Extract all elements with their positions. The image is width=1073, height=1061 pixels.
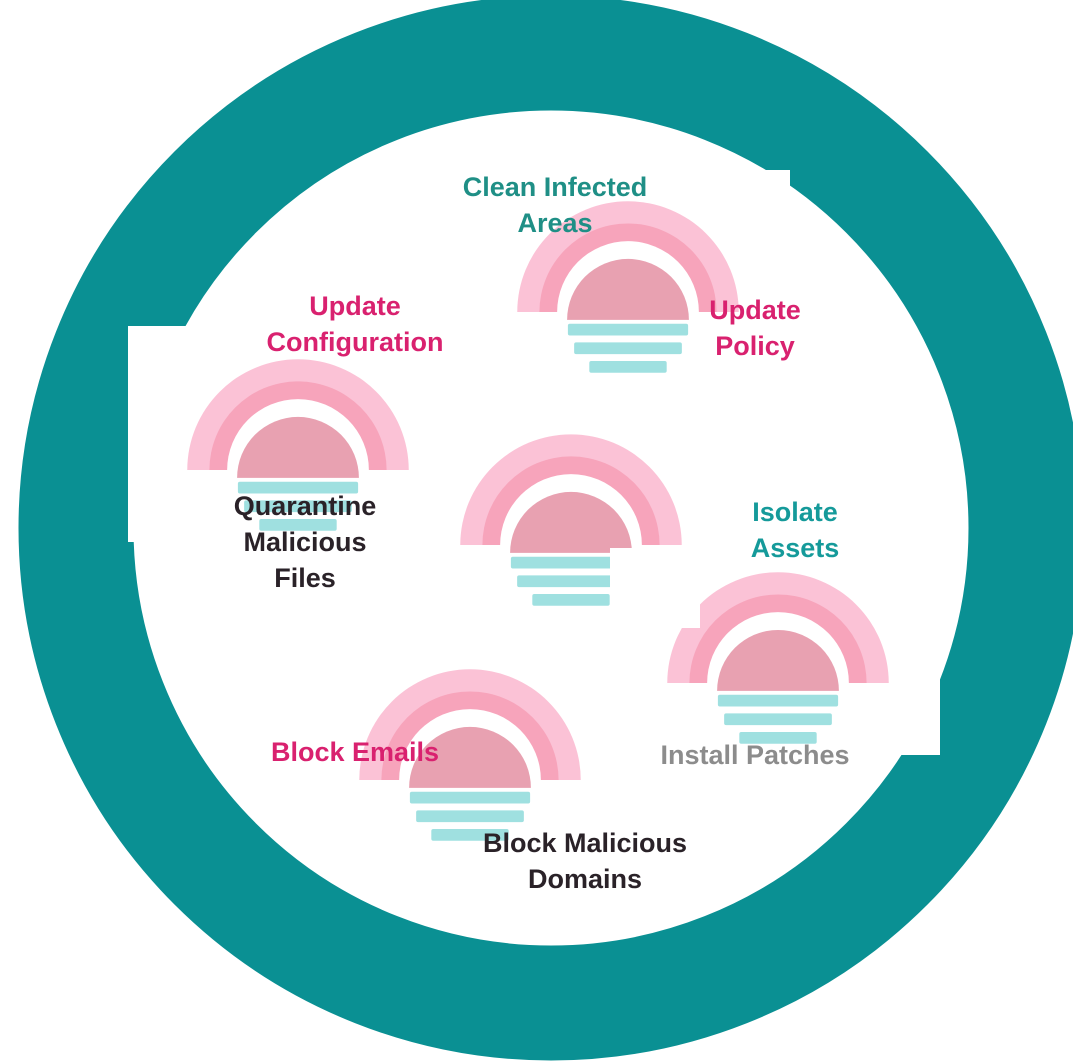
- label-update-configuration-line1: Update: [309, 291, 401, 321]
- sunset-icon: [187, 359, 409, 531]
- label-update-configuration-line2: Configuration: [266, 327, 444, 357]
- label-block-malicious-domains: Block Malicious Domains: [445, 825, 725, 897]
- ring-cutout-top: [700, 170, 790, 200]
- label-isolate-assets: Isolate Assets: [720, 494, 870, 566]
- sunset-icon: [359, 669, 581, 841]
- label-clean-infected-line1: Clean Infected: [462, 172, 648, 202]
- label-clean-infected-line2: Areas: [517, 208, 593, 238]
- label-block-domains-line1: Block Malicious: [482, 828, 688, 858]
- label-clean-infected-areas: Clean Infected Areas: [420, 169, 690, 241]
- label-update-configuration: Update Configuration: [225, 288, 485, 360]
- label-update-policy-line1: Update: [709, 295, 801, 325]
- label-quarantine-malicious-files: Quarantine Malicious Files: [195, 488, 415, 596]
- label-isolate-line1: Isolate: [752, 497, 838, 527]
- sunset-icon: [517, 201, 739, 373]
- label-install-patches: Install Patches: [630, 737, 880, 773]
- label-update-policy-line2: Policy: [715, 331, 795, 361]
- label-block-emails: Block Emails: [240, 734, 470, 770]
- label-update-policy: Update Policy: [675, 292, 835, 364]
- sunset-icon: [460, 434, 682, 606]
- label-quarantine-line3: Files: [274, 563, 336, 593]
- sunset-icon: [667, 572, 889, 744]
- label-quarantine-line2: Malicious: [243, 527, 367, 557]
- label-install-patches-line1: Install Patches: [660, 740, 850, 770]
- label-block-domains-line2: Domains: [527, 864, 643, 894]
- center-icon-cutout: [610, 548, 700, 628]
- label-block-emails-line1: Block Emails: [270, 737, 440, 767]
- outer-ring: [18, 0, 1073, 1061]
- label-quarantine-line1: Quarantine: [233, 491, 377, 521]
- label-isolate-line2: Assets: [750, 533, 840, 563]
